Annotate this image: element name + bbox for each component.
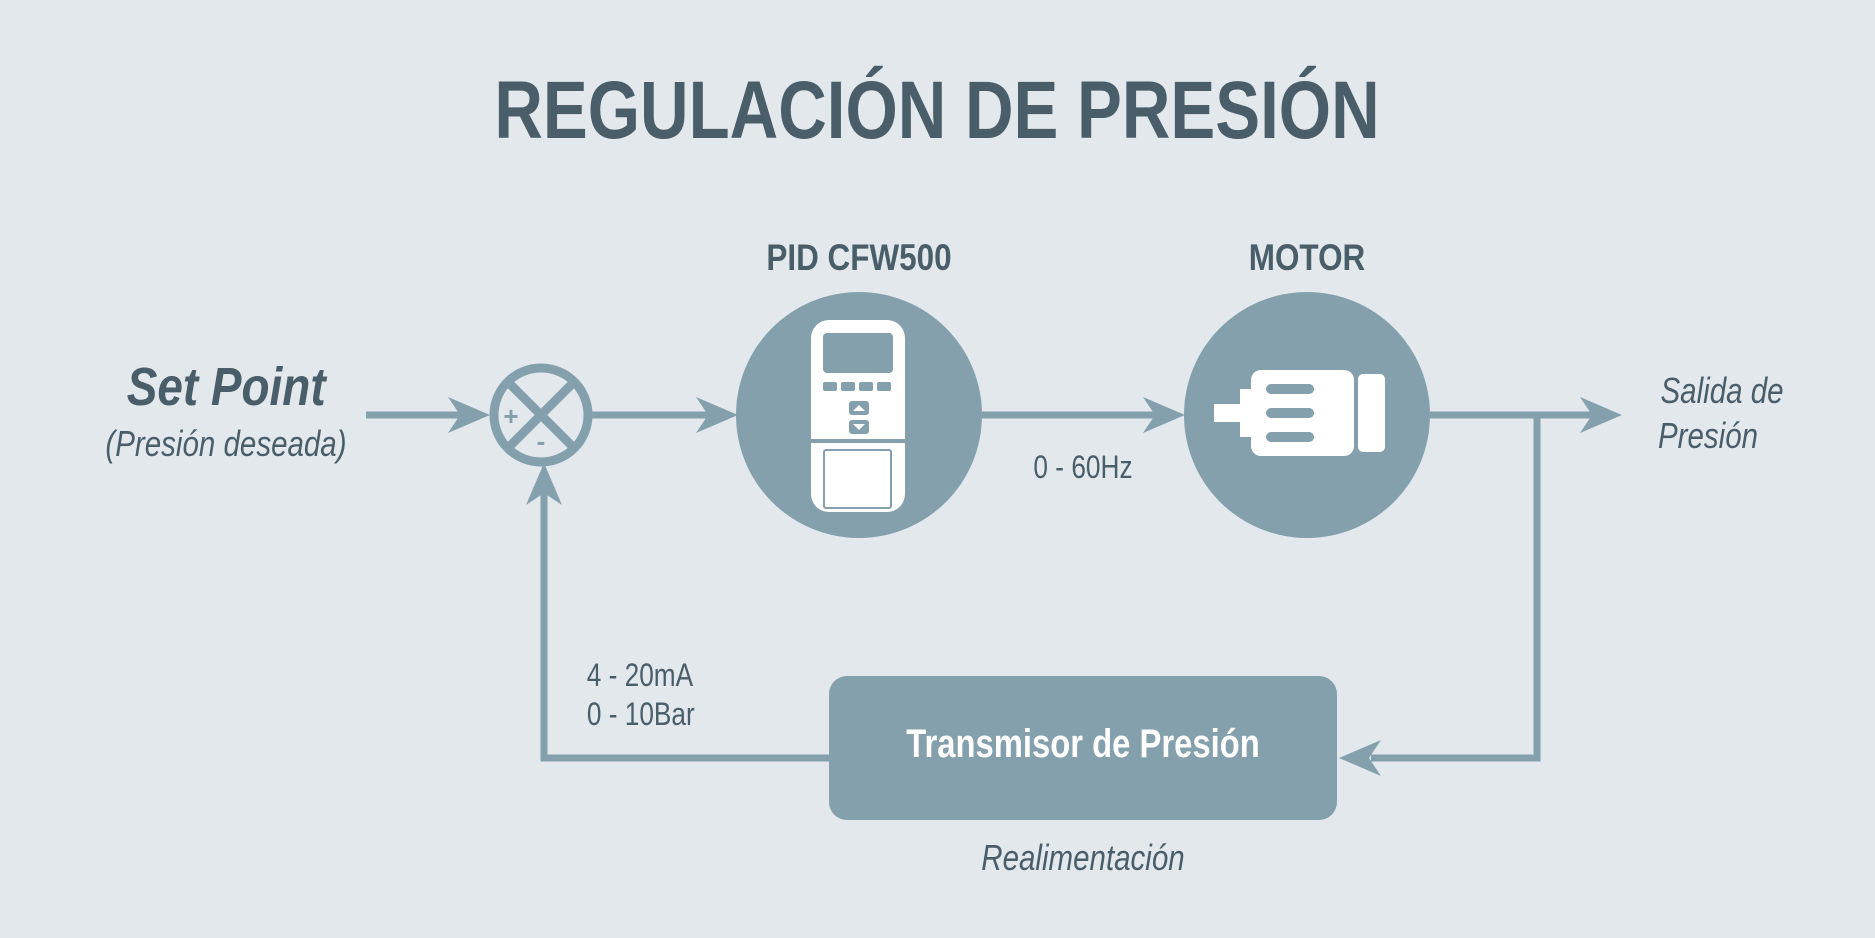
- feedback-branch-arrow: [1339, 415, 1541, 776]
- arrow-sum-to-controller: [592, 397, 738, 433]
- diagram-title: REGULACIÓN DE PRESIÓN: [494, 64, 1379, 156]
- feedback-signal-current: 4 - 20mA: [587, 659, 694, 694]
- feedback-caption: Realimentación: [981, 837, 1184, 877]
- electric-motor-icon: [1214, 370, 1385, 456]
- motor-label: MOTOR: [1249, 238, 1366, 279]
- transmitter-label: Transmisor de Presión: [906, 721, 1260, 766]
- output-label-line2: Presión: [1658, 415, 1758, 455]
- arrow-controller-to-motor: [982, 397, 1185, 433]
- frequency-signal-label: 0 - 60Hz: [1033, 451, 1132, 486]
- pressure-transmitter-box: Transmisor de Presión: [829, 676, 1337, 820]
- frequency-inverter-icon: [811, 320, 905, 512]
- arrow-setpoint-to-sum: [366, 397, 490, 433]
- setpoint-sublabel: (Presión deseada): [105, 423, 346, 463]
- motor-node: [1184, 292, 1430, 538]
- sum-minus-sign: -: [537, 426, 546, 456]
- summing-junction: + -: [489, 363, 593, 467]
- arrow-motor-to-output: [1430, 397, 1622, 433]
- controller-label: PID CFW500: [766, 238, 951, 279]
- feedback-signal-pressure: 0 - 10Bar: [587, 698, 695, 733]
- feedback-return-arrow: [526, 463, 829, 762]
- sum-plus-sign: +: [503, 401, 518, 431]
- setpoint-label: Set Point: [127, 357, 328, 417]
- controller-node: [736, 292, 982, 538]
- output-label-line1: Salida de: [1661, 370, 1784, 410]
